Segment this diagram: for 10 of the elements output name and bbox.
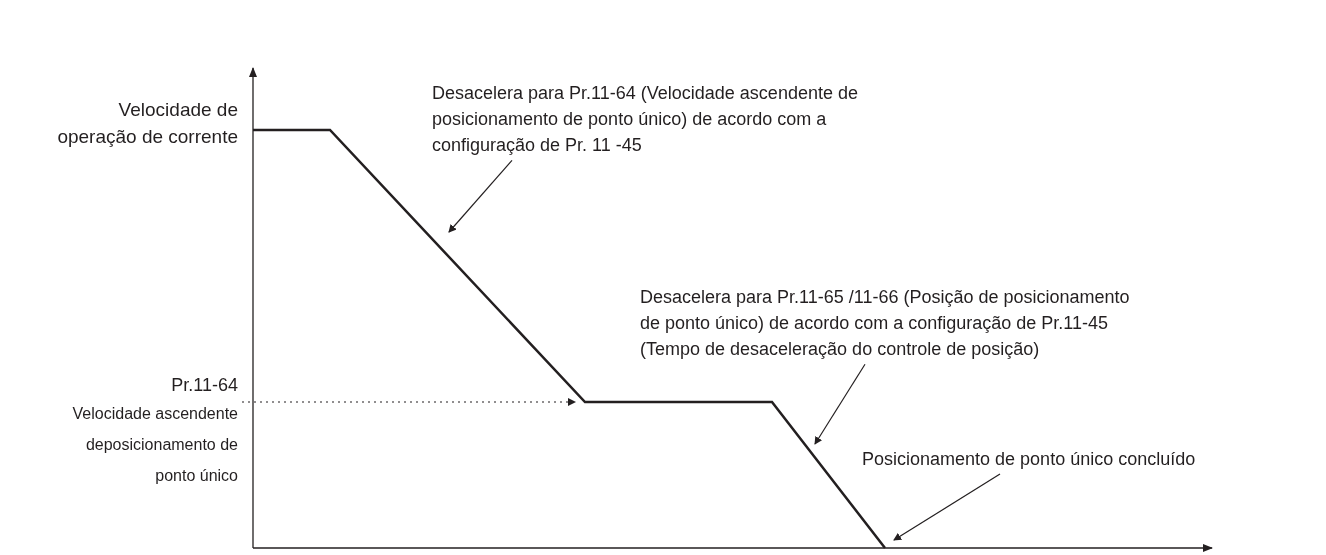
annotation-text: Desacelera para Pr.11-65 /11-66 (Posição de posicionamento de ponto único) de acordo com a configuração de Pr.11-45 (Tempo de desaceleração do controle de posição) — [640, 286, 1131, 362]
leader-line — [893, 473, 1001, 541]
annotation-text: Posicionamento de ponto único concluído — [862, 448, 1197, 471]
leader-line — [241, 398, 576, 406]
axis-label: Velocidade de operação de corrente — [56, 98, 238, 149]
leader-line — [448, 159, 513, 233]
annotation-text: Desacelera para Pr.11-64 (Velocidade ascendente de posicionamento de ponto único) de acordo com a configuração de Pr. 11 -45 — [432, 82, 859, 158]
parameter-label: Pr.11-64 — [170, 374, 238, 397]
axis-label: Velocidade ascendente deposicionamento de ponto único — [71, 404, 238, 486]
leader-line — [814, 363, 866, 445]
